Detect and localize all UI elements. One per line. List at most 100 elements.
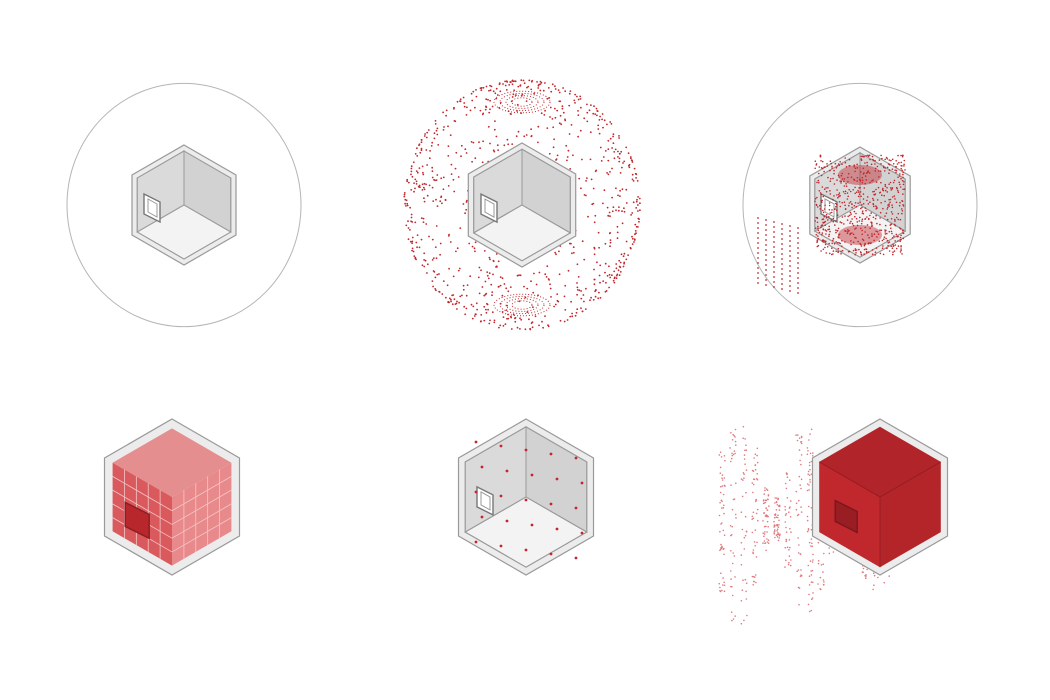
inner-point — [840, 222, 843, 224]
sphere-point — [434, 276, 437, 279]
cube-edge — [859, 204, 906, 232]
sphere-point — [463, 305, 466, 308]
sphere-point — [599, 264, 602, 267]
outflow-point — [781, 253, 783, 255]
plume-point — [720, 486, 722, 488]
plume-point — [811, 598, 813, 600]
inner-point — [815, 203, 818, 206]
sphere-point — [423, 135, 426, 137]
plume-point — [865, 574, 867, 576]
plume-point — [743, 619, 745, 622]
inner-point — [855, 252, 857, 254]
sphere-point — [498, 326, 500, 329]
sphere-point — [590, 178, 593, 181]
sphere-point — [435, 225, 438, 227]
sphere-point — [619, 172, 622, 174]
plume-point — [786, 497, 789, 499]
inner-point — [881, 194, 883, 196]
inner-point — [830, 219, 833, 221]
sparse-point — [524, 498, 528, 502]
panel-p5 — [457, 418, 595, 576]
sphere-point — [588, 109, 591, 112]
inner-point — [888, 172, 890, 174]
plume-point — [832, 551, 835, 553]
sphere-point — [608, 286, 610, 289]
inner-point — [839, 180, 841, 182]
sphere-point — [614, 148, 617, 151]
sphere-point — [423, 265, 426, 268]
plume-point — [806, 489, 809, 492]
plume-point — [812, 452, 814, 454]
sphere-point — [492, 273, 494, 276]
sphere-point — [423, 197, 425, 200]
outflow-point — [765, 274, 767, 276]
inner-point — [891, 206, 894, 209]
sphere-point — [483, 305, 486, 308]
inner-point — [895, 233, 898, 236]
sphere-point — [613, 281, 616, 284]
inner-point — [838, 192, 841, 194]
inner-point — [856, 167, 859, 169]
inner-point — [855, 249, 858, 251]
sphere-point — [612, 206, 615, 209]
sphere-point — [455, 151, 458, 154]
inner-point — [902, 171, 904, 173]
sphere-point — [601, 118, 603, 121]
sphere-point — [431, 170, 434, 173]
sphere-point — [595, 289, 597, 291]
sphere-point — [621, 188, 624, 191]
inner-point — [854, 228, 856, 230]
outflow-point — [797, 232, 799, 234]
inner-point — [828, 202, 831, 204]
inner-point — [872, 197, 874, 200]
inner-point — [894, 198, 896, 200]
plume-point — [765, 488, 768, 490]
plume-point — [788, 549, 790, 551]
sparse-point — [549, 552, 553, 556]
sphere-point — [556, 293, 559, 295]
plume-point — [732, 453, 735, 456]
inner-point — [864, 218, 866, 220]
inner-point — [826, 163, 828, 165]
sphere-point — [422, 186, 425, 189]
sphere-point — [444, 199, 447, 202]
sphere-point — [436, 174, 439, 176]
inner-point — [833, 172, 835, 175]
sphere-point — [420, 217, 423, 220]
plume-point — [744, 515, 747, 518]
plume-point — [740, 542, 743, 544]
inner-point — [862, 203, 865, 205]
sphere-point — [589, 158, 592, 161]
grid-line — [171, 476, 232, 512]
sphere-point — [418, 144, 420, 147]
sphere-point — [547, 325, 550, 328]
outflow-point — [765, 229, 767, 231]
sphere-point — [530, 135, 533, 137]
plume-point — [734, 513, 737, 516]
inner-point — [837, 247, 840, 250]
inner-point — [887, 242, 889, 244]
cube-inner-edge — [464, 426, 588, 568]
plume-point — [864, 577, 867, 579]
plume-point — [732, 618, 735, 620]
plume-point — [754, 576, 756, 578]
cube-edge — [464, 496, 527, 533]
plume-point — [809, 452, 812, 455]
sphere-point — [466, 106, 468, 109]
inner-point — [859, 201, 861, 203]
plume-point — [741, 528, 744, 531]
sphere-point — [478, 266, 481, 269]
cube-edge — [819, 461, 881, 498]
inner-point — [899, 236, 902, 239]
sphere-point — [632, 180, 635, 182]
plume-point — [776, 536, 779, 538]
inner-point — [850, 220, 852, 223]
inner-point — [834, 224, 836, 226]
inner-point — [828, 242, 830, 245]
sphere-point — [637, 226, 639, 228]
inner-point — [884, 170, 886, 172]
sphere-point — [461, 294, 463, 297]
plume-point — [808, 474, 811, 477]
plume-point — [755, 556, 758, 558]
sphere-point — [498, 285, 500, 288]
